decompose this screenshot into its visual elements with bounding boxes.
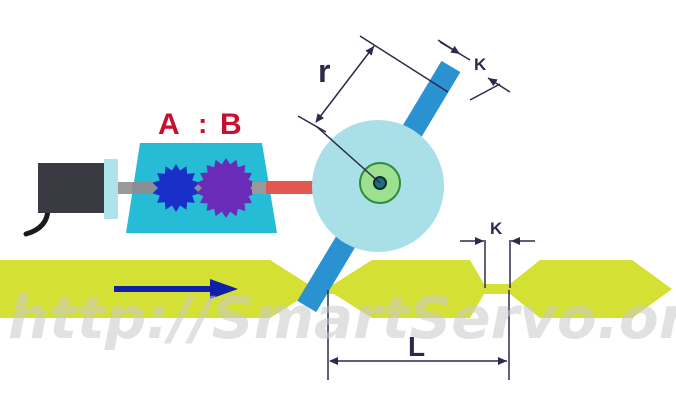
output-shaft-gray bbox=[252, 182, 268, 194]
k-top-arrow-left bbox=[437, 39, 461, 55]
radius-ext-line-outer bbox=[359, 35, 449, 93]
material-strip bbox=[0, 260, 672, 318]
k-top-arrow-right bbox=[487, 77, 511, 93]
knife-width-label-bottom: K bbox=[490, 219, 503, 238]
output-shaft bbox=[266, 181, 322, 194]
ratio-label-colon: : bbox=[198, 108, 207, 139]
input-shaft bbox=[118, 182, 136, 194]
knife-blade-top bbox=[401, 60, 461, 140]
ratio-label-b: B bbox=[220, 108, 242, 141]
radius-label: r bbox=[318, 53, 330, 89]
knife-blades bbox=[297, 60, 461, 313]
motor-flange bbox=[104, 159, 118, 219]
radius-ext-line-inner bbox=[297, 115, 327, 133]
knife-blade-bottom bbox=[297, 233, 357, 313]
cut-length-label: L bbox=[408, 331, 425, 362]
k-top-ext-right bbox=[469, 83, 501, 101]
knife-width-label-top: K bbox=[474, 55, 487, 74]
ratio-label-a: A bbox=[158, 108, 180, 141]
gear-a bbox=[152, 164, 200, 212]
feed-direction-arrow bbox=[114, 279, 238, 299]
gear-b bbox=[196, 158, 256, 218]
watermark: http://SmartServo.org bbox=[8, 284, 676, 352]
radius-dimension bbox=[315, 45, 375, 123]
motor-body bbox=[38, 163, 106, 213]
radius-line bbox=[315, 125, 381, 184]
